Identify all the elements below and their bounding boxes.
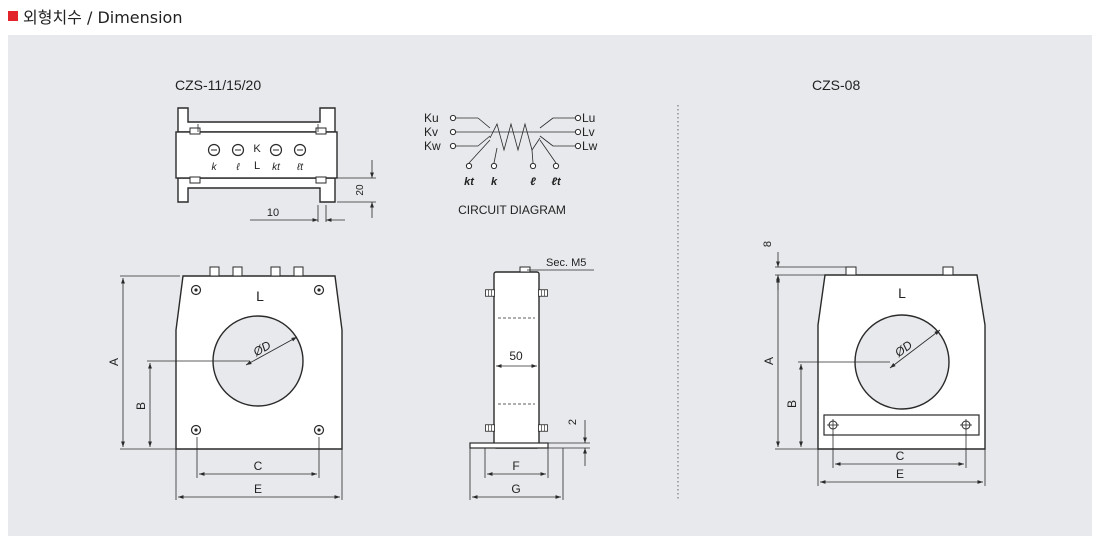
screw-spec-label: Sec. M5 bbox=[546, 257, 586, 269]
dimension-c: C bbox=[254, 459, 263, 473]
czs08-mounting-plate bbox=[823, 414, 980, 436]
circuit-label-k: k bbox=[491, 176, 498, 188]
terminal-l-icon bbox=[231, 143, 245, 157]
dimension-e: E bbox=[254, 482, 262, 496]
czs08-dimension-8: 8 bbox=[762, 241, 774, 247]
dimension-20: 20 bbox=[355, 184, 366, 196]
model-label-czs-08: CZS-08 bbox=[812, 77, 860, 93]
dimension-b: B bbox=[134, 402, 148, 410]
circuit-diagram: Ku Kv Kw Lu Lv Lw kt k ℓ ℓt CIRCUI bbox=[424, 111, 598, 217]
circuit-label-lw: Lw bbox=[582, 139, 598, 153]
czs08-dimension-e: E bbox=[896, 467, 904, 481]
top-view: k ℓ kt ℓt K L 10 20 bbox=[175, 107, 376, 222]
circuit-label-kv: Kv bbox=[424, 125, 438, 139]
front-view: L ØD A B C E bbox=[107, 266, 343, 500]
czs08-dimension-a: A bbox=[762, 357, 776, 365]
dimension-2: 2 bbox=[567, 419, 579, 425]
dimension-g: G bbox=[511, 482, 520, 496]
section-header: 외형치수 / Dimension bbox=[8, 4, 183, 28]
circuit-label-kt: kt bbox=[464, 176, 475, 188]
front-view-l-mark: L bbox=[256, 288, 264, 304]
czs08-view: L ØD 8 A B C E bbox=[762, 241, 986, 486]
model-label-czs-11-15-20: CZS-11/15/20 bbox=[175, 77, 261, 93]
dimension-10: 10 bbox=[267, 207, 279, 219]
top-view-k-mark: K bbox=[253, 143, 261, 155]
dimension-a: A bbox=[107, 358, 121, 366]
circuit-label-lt: ℓt bbox=[551, 176, 562, 188]
terminal-lt-icon bbox=[293, 143, 307, 157]
terminal-label-lt: ℓt bbox=[296, 162, 304, 173]
czs08-dimension-c: C bbox=[896, 449, 905, 463]
terminal-label-kt: kt bbox=[272, 162, 281, 173]
red-square-icon bbox=[8, 11, 18, 21]
section-title: 외형치수 / Dimension bbox=[23, 8, 183, 27]
czs08-dimension-b: B bbox=[785, 400, 799, 408]
terminal-k-icon bbox=[207, 143, 221, 157]
top-view-l-mark: L bbox=[254, 160, 260, 172]
circuit-label-kw: Kw bbox=[424, 139, 441, 153]
czs08-l-mark: L bbox=[898, 285, 906, 301]
dimension-50: 50 bbox=[509, 349, 523, 363]
circuit-label-lv: Lv bbox=[582, 125, 595, 139]
circuit-caption: CIRCUIT DIAGRAM bbox=[458, 203, 566, 217]
circuit-label-l: ℓ bbox=[530, 176, 536, 188]
circuit-label-lu: Lu bbox=[582, 111, 595, 125]
terminal-label-l: ℓ bbox=[235, 162, 240, 173]
terminal-label-k: k bbox=[212, 162, 218, 173]
side-view: Sec. M5 50 2 F G bbox=[469, 257, 594, 500]
terminal-kt-icon bbox=[269, 143, 283, 157]
dimension-f: F bbox=[512, 459, 519, 473]
circuit-label-ku: Ku bbox=[424, 111, 439, 125]
